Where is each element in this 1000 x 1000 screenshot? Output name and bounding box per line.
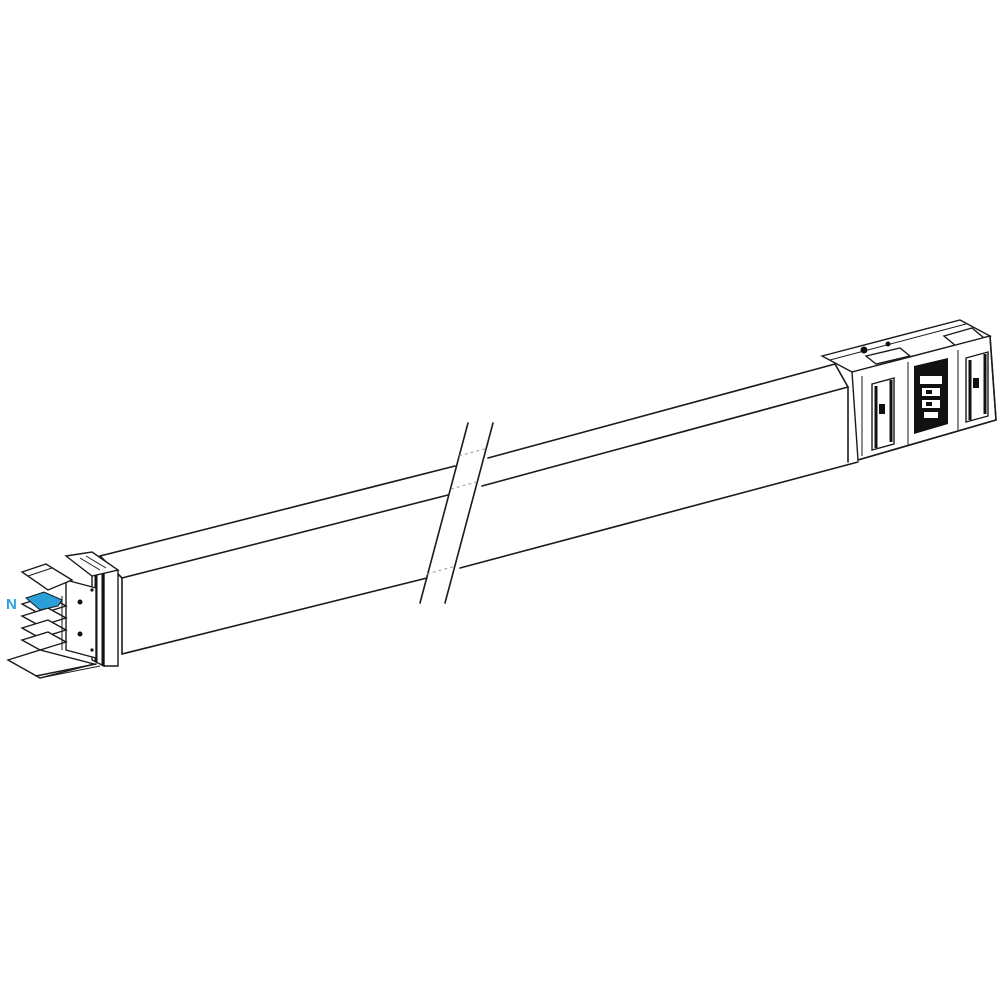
left-end-connector	[6, 551, 120, 679]
connector-slot-left	[871, 377, 895, 451]
right-junction-block	[820, 319, 997, 461]
neutral-label: N	[6, 596, 17, 613]
break-symbol	[419, 422, 494, 604]
tap-off-outlet	[914, 358, 948, 434]
neutral-bar	[25, 591, 63, 611]
connector-slot-right	[965, 351, 989, 423]
straight-casing	[99, 363, 859, 655]
